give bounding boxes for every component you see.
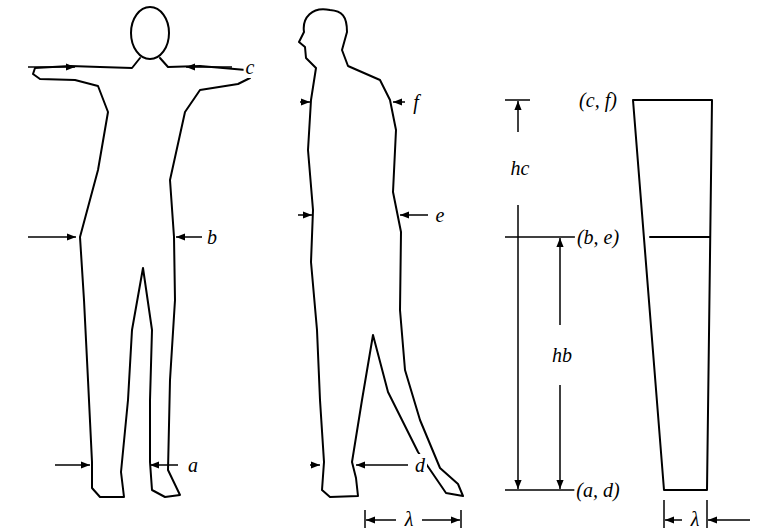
side-silhouette: [299, 9, 463, 497]
width-arrow: [176, 236, 202, 238]
dimension-tick: [364, 510, 366, 528]
dimension-arrow: [559, 385, 561, 489]
level-label: (b, e): [575, 226, 621, 248]
width-arrow: [150, 464, 178, 466]
height-label: hb: [550, 344, 574, 366]
depth-arrow: [300, 101, 310, 103]
dimension-tick: [663, 500, 665, 528]
width-label: b: [205, 226, 219, 248]
dimension-arrow: [708, 519, 750, 521]
front-silhouette: [33, 58, 250, 497]
width-label: c: [244, 56, 257, 78]
dimension-arrow: [665, 519, 682, 521]
depth-arrow: [356, 464, 408, 466]
width-arrow: [186, 66, 232, 68]
width-arrow: [55, 464, 90, 466]
width-arrow: [28, 66, 75, 68]
stride-label: λ: [403, 508, 416, 529]
level-label: (c, f): [577, 89, 619, 111]
dimension-arrow: [517, 205, 519, 489]
dimension-arrow: [517, 101, 519, 132]
dimension-tick: [706, 500, 708, 528]
dimension-tick: [460, 510, 462, 528]
dimension-arrow: [366, 519, 396, 521]
depth-arrow: [310, 464, 320, 466]
depth-label: e: [434, 204, 447, 226]
dimension-tick: [505, 99, 530, 101]
dimension-arrow: [559, 238, 561, 325]
depth-arrow: [393, 101, 405, 103]
trapezoid-model: [633, 100, 712, 490]
level-label: (a, d): [574, 479, 621, 501]
dimension-arrow: [422, 519, 460, 521]
depth-arrow: [298, 214, 312, 216]
depth-label: d: [413, 454, 427, 476]
depth-label: f: [411, 91, 421, 113]
front-head: [131, 7, 169, 59]
height-label: hc: [509, 157, 532, 179]
depth-arrow: [400, 214, 428, 216]
width-label: a: [186, 454, 200, 476]
stride-label: λ: [689, 508, 702, 529]
width-arrow: [28, 236, 76, 238]
